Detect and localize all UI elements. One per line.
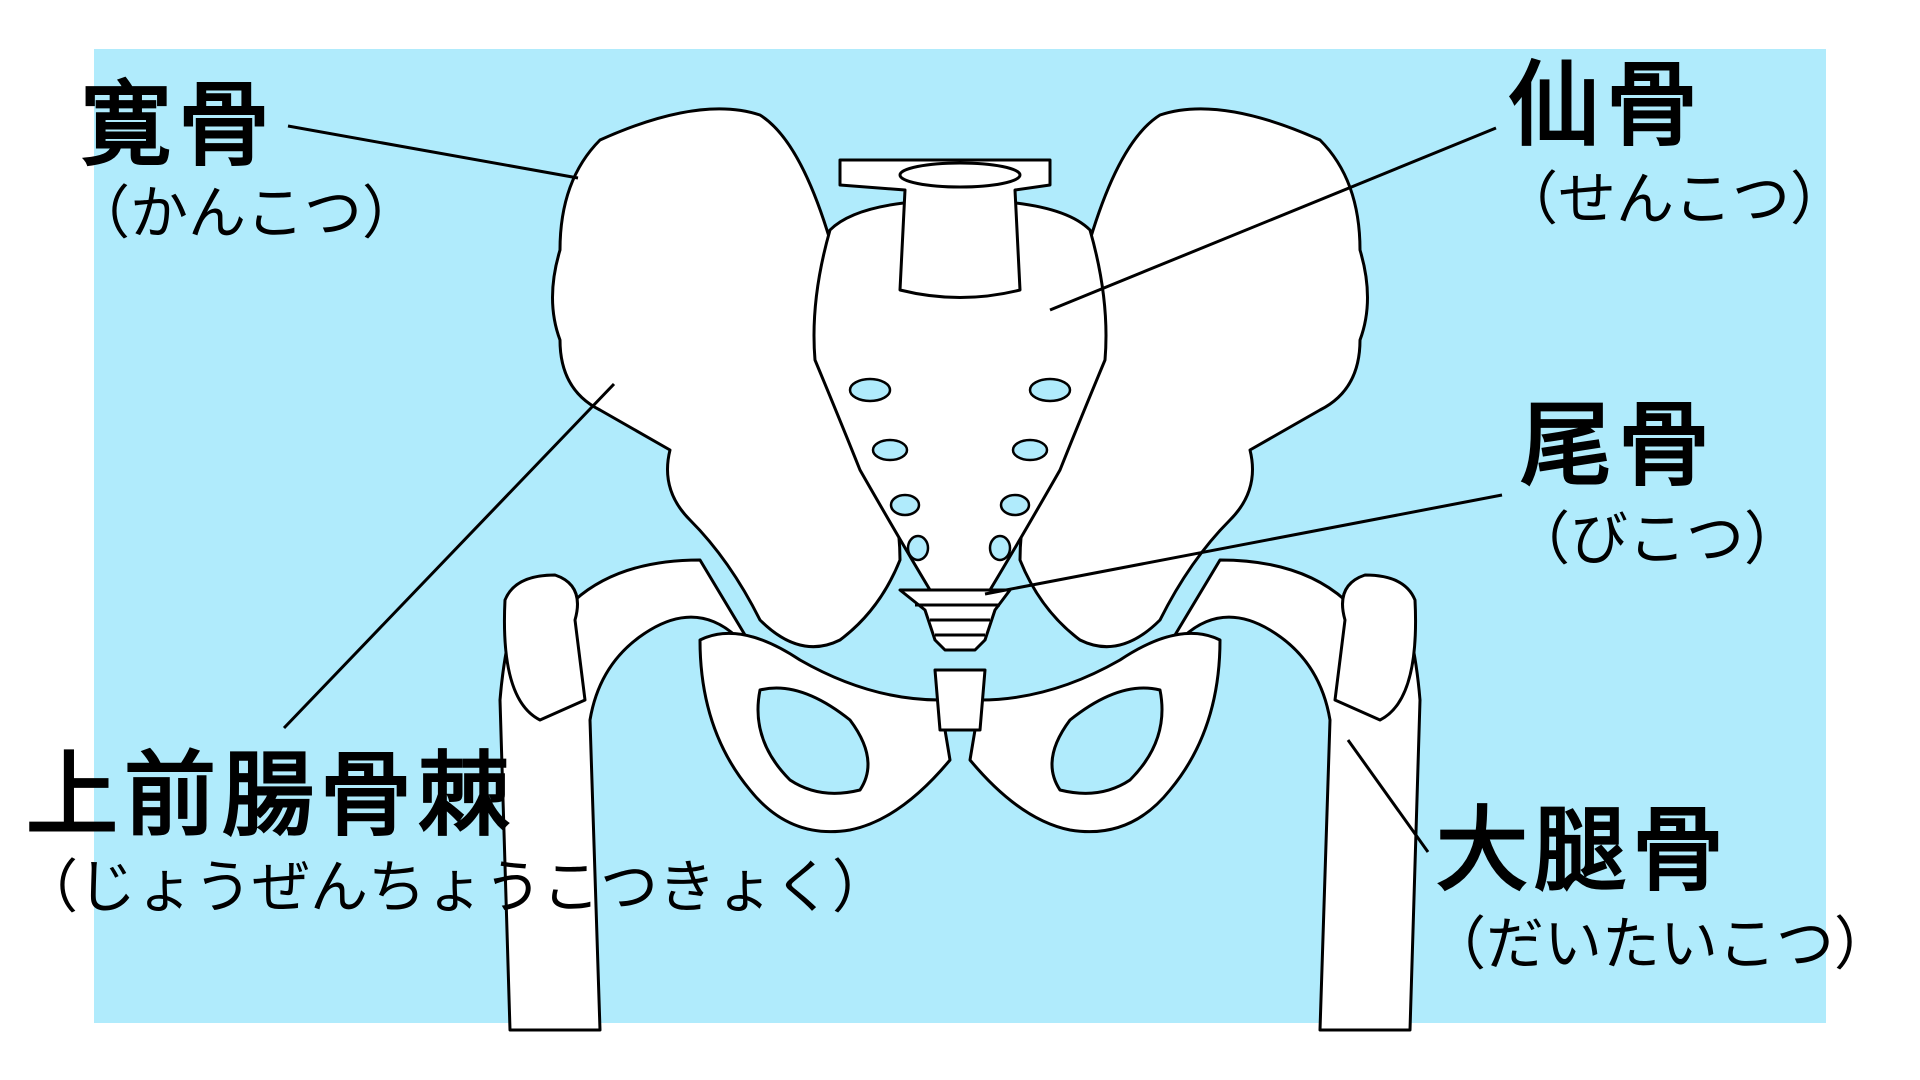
leader-ilium (287, 124, 579, 180)
leader-coccyx (984, 493, 1503, 596)
label-ilium-reading: （かんこつ） (72, 179, 421, 247)
label-coccyx-kanji: 尾骨 (1520, 392, 1717, 499)
label-asis: 上前腸骨棘 （じょうぜんちょうこつきょく） (20, 742, 890, 917)
pubic-symphysis (933, 668, 987, 732)
label-asis-reading: （じょうぜんちょうこつきょく） (20, 853, 891, 921)
label-femur: 大腿骨 （だいたいこつ） (1428, 797, 1892, 974)
leader-asis (282, 382, 616, 730)
label-coccyx-reading: （びこつ） (1512, 505, 1803, 573)
label-sacrum-reading: （せんこつ） (1500, 165, 1849, 233)
label-asis-kanji: 上前腸骨棘 (26, 742, 517, 849)
label-femur-kanji: 大腿骨 (1436, 797, 1731, 904)
left-ilium (551, 107, 902, 649)
label-ilium: 寛骨 （かんこつ） (72, 72, 420, 243)
right-ilium (1018, 107, 1369, 649)
label-sacrum-kanji: 仙骨 (1508, 52, 1705, 159)
label-coccyx: 尾骨 （びこつ） (1512, 392, 1802, 569)
lumbar-vertebra (838, 158, 1052, 299)
leader-femur (1346, 739, 1430, 853)
leader-sacrum (1049, 126, 1497, 312)
label-ilium-kanji: 寛骨 (80, 72, 277, 179)
label-femur-reading: （だいたいこつ） (1428, 910, 1893, 978)
label-sacrum: 仙骨 （せんこつ） (1500, 52, 1848, 229)
